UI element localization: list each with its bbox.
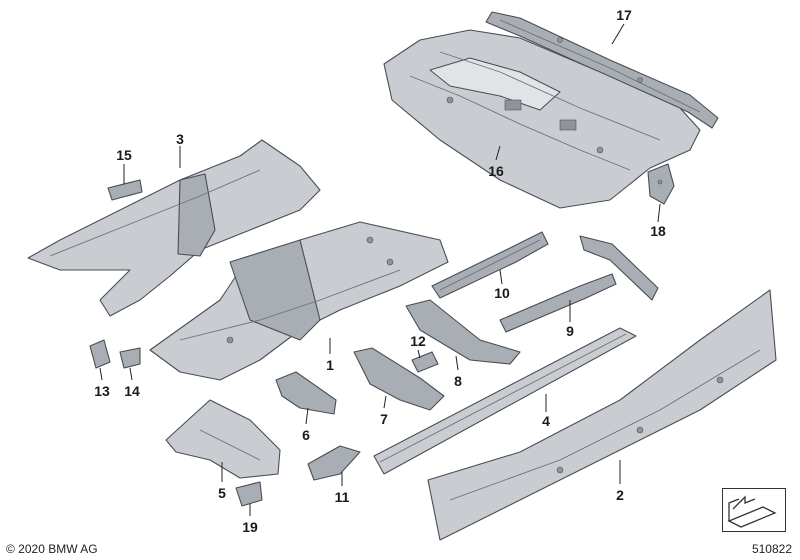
label-part-3: 3 (176, 131, 184, 147)
label-part-19: 19 (242, 519, 258, 535)
part-6-bracket[interactable] (275, 371, 337, 415)
label-part-15: 15 (116, 147, 132, 163)
part-18-bracket[interactable] (647, 163, 675, 205)
label-part-14: 14 (124, 383, 140, 399)
label-part-10: 10 (494, 285, 510, 301)
part-13-bracket[interactable] (89, 339, 111, 369)
label-part-13: 13 (94, 383, 110, 399)
part-8-bracket[interactable] (405, 299, 521, 365)
part-15-bracket[interactable] (107, 179, 143, 201)
label-part-5: 5 (218, 485, 226, 501)
part-14-bracket[interactable] (119, 347, 141, 369)
leader-lines (99, 23, 661, 516)
part-5-bracket[interactable] (165, 399, 281, 479)
part-9-crossmember[interactable] (499, 235, 659, 333)
label-part-1: 1 (326, 357, 334, 373)
label-part-11: 11 (335, 489, 350, 505)
part-3-tunnel-frame[interactable] (27, 139, 321, 317)
part-2-side-sill[interactable] (427, 289, 777, 541)
part-7-bracket[interactable] (353, 347, 445, 411)
arrow-nav-icon-graphic (727, 495, 777, 528)
label-part-16: 16 (488, 163, 504, 179)
part-19-bracket[interactable] (235, 481, 263, 507)
label-part-4: 4 (542, 413, 550, 429)
label-part-18: 18 (650, 223, 666, 239)
part-11-bracket[interactable] (307, 445, 361, 481)
label-part-6: 6 (302, 427, 310, 443)
part-12-clip[interactable] (411, 351, 439, 373)
label-part-9: 9 (566, 323, 574, 339)
part-4-sill-rail[interactable] (373, 327, 637, 475)
label-part-17: 17 (616, 7, 632, 23)
label-part-8: 8 (454, 373, 462, 389)
copyright-text: © 2020 BMW AG (6, 542, 98, 556)
label-part-7: 7 (380, 411, 388, 427)
part-16-rear-floor[interactable] (383, 29, 701, 209)
label-part-12: 12 (410, 333, 426, 349)
diagram-id-text: 510822 (751, 542, 792, 556)
arrow-nav-icon[interactable] (722, 488, 786, 532)
label-part-2: 2 (616, 487, 624, 503)
part-10-crossmember[interactable] (431, 231, 549, 299)
part-1-front-floor[interactable] (149, 221, 449, 381)
